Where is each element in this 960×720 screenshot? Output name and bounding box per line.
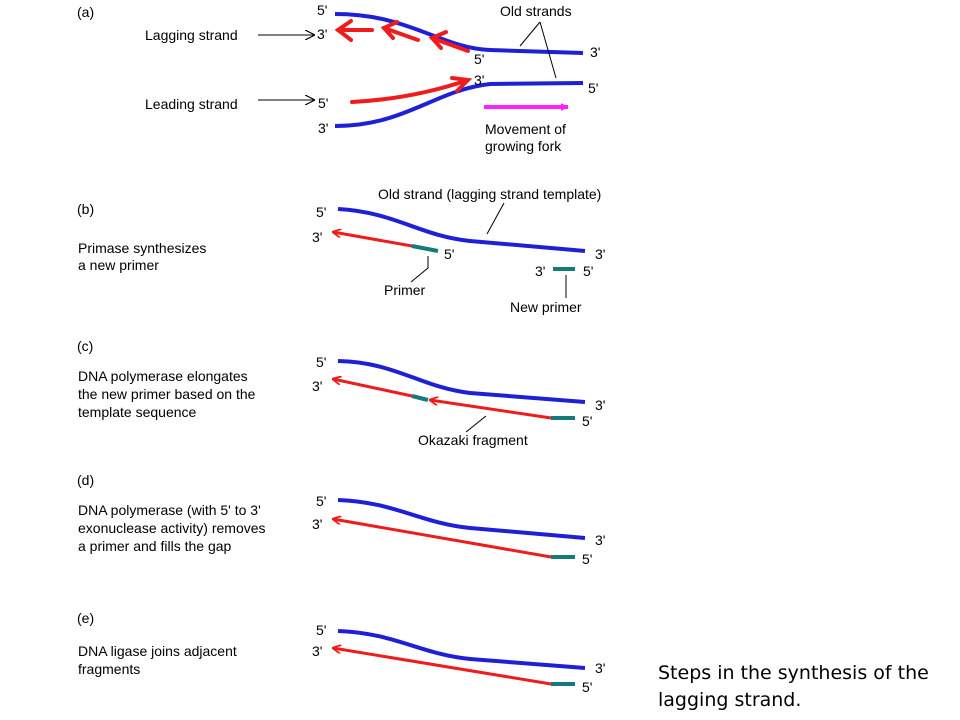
primer-label: Primer xyxy=(384,282,426,298)
figure-caption: Steps in the synthesis of the lagging st… xyxy=(658,660,929,714)
okazaki-fragment-label: Okazaki fragment xyxy=(418,432,528,448)
leading-strand-label: Leading strand xyxy=(145,96,238,112)
panel-d-desc-3: a primer and fills the gap xyxy=(78,538,232,554)
end-label: 3' xyxy=(312,378,323,394)
end-label: 5' xyxy=(316,493,327,509)
movement-label-1: Movement of xyxy=(485,121,566,137)
panel-a-drawing xyxy=(258,12,584,128)
end-label: 5' xyxy=(474,51,485,67)
template-strand-c xyxy=(337,359,586,404)
panel-b-desc-1: Primase synthesizes xyxy=(78,240,207,256)
end-label: 3' xyxy=(590,44,601,60)
template-strand-b xyxy=(337,207,586,253)
end-label: 3' xyxy=(318,120,329,136)
panel-b-label: (b) xyxy=(77,201,95,217)
primer-b xyxy=(411,244,439,253)
new-primer-label: New primer xyxy=(510,299,582,315)
end-label: 5' xyxy=(444,246,455,262)
panel-d-drawing xyxy=(333,498,586,559)
template-strand-d xyxy=(337,498,586,540)
panel-d-label: (d) xyxy=(77,472,95,488)
end-label: 5' xyxy=(318,95,329,111)
end-label: 3' xyxy=(474,72,485,88)
end-label: 5' xyxy=(317,2,328,18)
template-strand-top xyxy=(334,12,584,55)
template-strand-e xyxy=(337,629,586,670)
okazaki-leader xyxy=(465,415,487,433)
panel-c-desc-1: DNA polymerase elongates xyxy=(78,368,248,384)
movement-label-2: growing fork xyxy=(485,138,562,154)
okazaki-fragment-c xyxy=(430,400,552,420)
old-primer-c xyxy=(411,394,429,402)
primer-leader xyxy=(410,256,429,283)
panel-e-desc-2: fragments xyxy=(78,661,141,677)
caption-line-2: lagging strand. xyxy=(658,689,802,711)
end-label: 3' xyxy=(312,229,323,245)
old-strand-leader xyxy=(486,202,505,235)
end-label: 5' xyxy=(583,263,594,279)
caption-line-1: Steps in the synthesis of the xyxy=(658,662,929,684)
panel-c-desc-2: the new primer based on the xyxy=(78,386,256,402)
panel-c-label: (c) xyxy=(77,338,94,354)
panel-c-drawing xyxy=(333,359,586,433)
panel-c-desc-3: template sequence xyxy=(78,404,197,420)
end-label: 3' xyxy=(317,26,328,42)
panel-d-desc-2: exonuclease activity) removes xyxy=(78,520,266,536)
end-label: 5' xyxy=(316,354,327,370)
end-label: 3' xyxy=(312,516,323,532)
lagging-strand-label: Lagging strand xyxy=(145,27,238,43)
end-label: 5' xyxy=(582,413,593,429)
old-strands-label: Old strands xyxy=(500,3,572,19)
old-strand-template-label: Old strand (lagging strand template) xyxy=(378,186,602,202)
end-label: 5' xyxy=(316,204,327,220)
leading-strand-new xyxy=(350,76,473,104)
panel-e-drawing xyxy=(333,629,586,686)
panel-e-label: (e) xyxy=(77,610,95,626)
ligated-strand-e xyxy=(333,648,552,686)
old-fragment-c xyxy=(333,379,413,398)
panel-b-drawing xyxy=(333,202,586,298)
end-label: 3' xyxy=(595,397,606,413)
end-label: 5' xyxy=(582,679,593,695)
end-label: 3' xyxy=(535,263,546,279)
joined-fragment-d xyxy=(333,519,552,559)
old-strands-leader-1 xyxy=(519,21,541,47)
template-strand-bottom xyxy=(334,81,584,128)
end-label: 5' xyxy=(588,80,599,96)
end-label: 3' xyxy=(595,660,606,676)
end-label: 5' xyxy=(316,622,327,638)
new-strand-b xyxy=(333,232,413,248)
old-strands-leader-2 xyxy=(539,21,557,79)
panel-a-label: (a) xyxy=(77,4,95,20)
panel-d-desc-1: DNA polymerase (with 5' to 3' xyxy=(78,502,261,518)
panel-b-desc-2: a new primer xyxy=(78,257,159,273)
lagging-fragments xyxy=(334,19,470,53)
end-label: 3' xyxy=(312,643,323,659)
end-label: 3' xyxy=(595,532,606,548)
panel-e-desc-1: DNA ligase joins adjacent xyxy=(78,643,237,659)
end-label: 3' xyxy=(595,246,606,262)
end-label: 5' xyxy=(582,551,593,567)
